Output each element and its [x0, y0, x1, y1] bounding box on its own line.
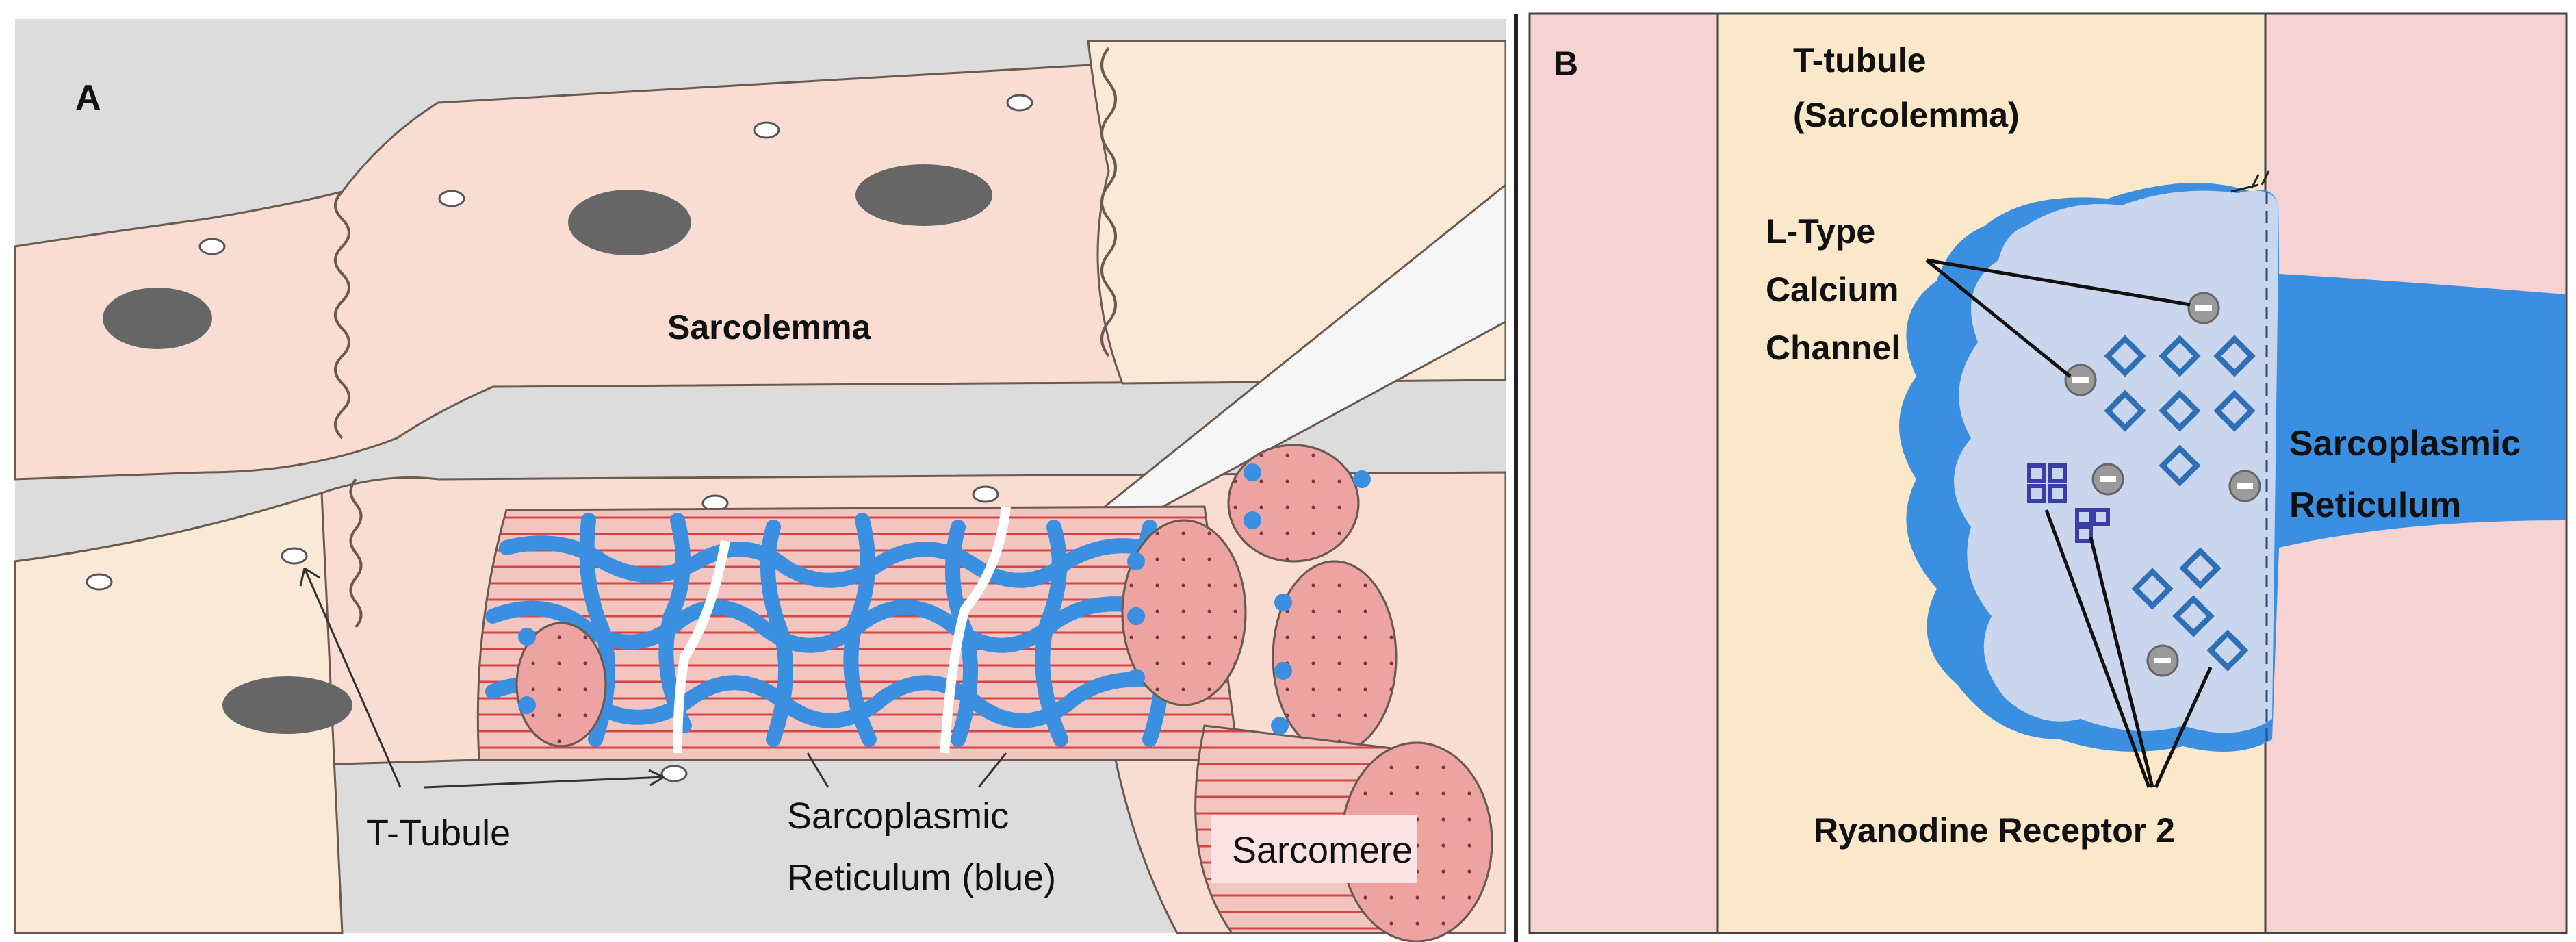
panel-b: B T-tubule (Sarcolemma) L-Type Calcium C…: [1528, 12, 2568, 934]
nucleus: [103, 288, 212, 349]
channel: [2187, 292, 2220, 324]
t-tubule-label: T-Tubule: [366, 813, 511, 854]
channel: [2091, 463, 2124, 496]
sr-label-line2: Reticulum (blue): [787, 857, 1056, 898]
panel-b-letter: B: [1554, 44, 1578, 83]
ltype-line2: Calcium: [1766, 270, 1899, 309]
channel: [2064, 364, 2097, 396]
sr-network: [485, 513, 1212, 747]
sr-b-line2: Reticulum: [2289, 485, 2461, 525]
panel-a: A Sarcolemma T-Tubule Sarcoplasmic Retic…: [14, 19, 1507, 942]
intercalated-disc: [349, 478, 363, 628]
l-type-calcium-channels: [2064, 292, 2261, 677]
channel: [2146, 644, 2179, 677]
myofibril-bundle: [476, 505, 1240, 761]
sarcolemma-label: Sarcolemma: [667, 308, 872, 346]
sr-top-marks: [2230, 170, 2270, 193]
ryanodine-receptors: [2027, 335, 2256, 672]
nucleus: [222, 676, 352, 734]
ltype-line1: L-Type: [1766, 212, 1875, 251]
intercalated-disc: [1100, 47, 1117, 357]
nucleus: [568, 190, 691, 255]
pointer-lines-b: [1925, 258, 2213, 789]
t-tubule-b-line2: (Sarcolemma): [1793, 96, 2020, 134]
ryr-cluster: [2131, 547, 2249, 672]
channel: [2228, 470, 2261, 502]
sarcomere-label-box: [1211, 815, 1417, 883]
ryr2-label: Ryanodine Receptor 2: [1814, 811, 2175, 850]
pointer-lines: [299, 567, 1007, 789]
sarcomere-label: Sarcomere: [1232, 830, 1413, 871]
sr-lumen: [1954, 190, 2279, 733]
ryr-cluster-small: [2027, 463, 2110, 543]
lower-cell-left: [14, 491, 344, 934]
sr-b-line1: Sarcoplasmic: [2289, 424, 2521, 463]
t-tubule-b-line1: T-tubule: [1793, 41, 1926, 79]
intercalated-disc: [334, 190, 350, 440]
sr-nubs: [518, 463, 1371, 735]
panel-a-letter: A: [75, 78, 101, 118]
ryr-cluster: [2104, 335, 2256, 487]
panel-b-left-band: [1528, 12, 1719, 934]
sr-label-line1: Sarcoplasmic: [787, 795, 1009, 837]
ltype-line3: Channel: [1766, 329, 1901, 367]
nucleus: [855, 164, 992, 226]
